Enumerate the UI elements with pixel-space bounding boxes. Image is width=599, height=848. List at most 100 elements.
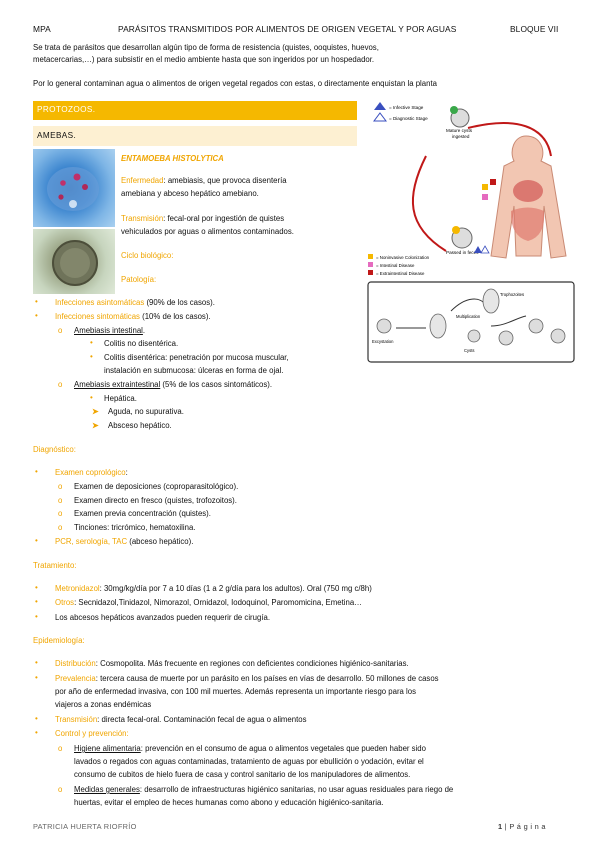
- excystation-label: Excystation: [372, 339, 394, 344]
- stage-c-badge: [490, 179, 496, 185]
- cyst-icon: [467, 329, 481, 343]
- bullet: •: [90, 393, 93, 402]
- sub-bullet: o: [58, 326, 63, 335]
- key-a-label: = Noninvasive Colonization: [376, 255, 430, 260]
- tratamiento-heading: Tratamiento:: [33, 561, 77, 570]
- aguda: Aguda, no supurativa.: [108, 407, 184, 416]
- cyst-icon: [550, 328, 566, 344]
- legend-diagnostic: = Diagnostic Stage: [389, 116, 428, 121]
- cycle-arrow: [411, 155, 447, 252]
- colitis-no: Colitis no disentérica.: [104, 339, 179, 348]
- bullet: •: [35, 297, 38, 306]
- higiene-label: Higiene alimentaria: [74, 744, 141, 753]
- cycle-arrow: [467, 122, 552, 157]
- higiene-line-3: consumo de cubitos de hielo fuera de cas…: [74, 770, 411, 779]
- preval-line-3: viajeros a zonas endémicas: [55, 700, 152, 709]
- sub-bullet: o: [58, 496, 63, 505]
- colitis-dis-1: Colitis disentérica: penetración por muc…: [104, 353, 289, 362]
- key-a-swatch: [368, 254, 373, 259]
- cyst-icon: [498, 330, 514, 346]
- transm-rest: : directa fecal-oral. Contaminación feca…: [97, 715, 307, 724]
- key-b-swatch: [368, 262, 373, 267]
- diag-item: Examen directo en fresco (quistes, trofo…: [74, 496, 237, 505]
- diag-item: Examen de deposiciones (coproparasitológ…: [74, 482, 239, 491]
- micrograph-cyst: [33, 229, 115, 294]
- enfermedad-text: : amebiasis, que provoca disentería: [163, 176, 287, 185]
- distrib-label: Distribución: [55, 659, 96, 668]
- copro-label: Examen coprológico: [55, 468, 126, 477]
- patologia-asint: Infecciones asintomáticas (90% de los ca…: [55, 297, 215, 308]
- intro-line-3: Por lo general contaminan agua o aliment…: [33, 79, 437, 88]
- header-title: PARÁSITOS TRANSMITIDOS POR ALIMENTOS DE …: [118, 24, 457, 34]
- extra-label: Amebiasis extraintestinal: [74, 380, 161, 389]
- intro-line-1: Se trata de parásitos que desarrollan al…: [33, 43, 379, 52]
- infective-stage-icon: [474, 246, 482, 253]
- key-c-swatch: [368, 270, 373, 275]
- patologia-heading: Patología:: [121, 275, 157, 284]
- otros-line: Otros: Secnidazol,Tinidazol, Nimorazol, …: [55, 597, 362, 608]
- cyst-icon: [528, 318, 544, 334]
- higiene-line-2: lavados o regados con aguas contaminadas…: [74, 757, 424, 766]
- intestinal-cycle-inset: [367, 281, 575, 363]
- step-2-badge: [452, 226, 460, 234]
- control-colon: :: [126, 729, 129, 738]
- metro-rest: : 30mg/kg/día por 7 a 10 días (1 a 2 g/d…: [99, 584, 372, 593]
- transmision-label: Transmisión: [121, 214, 164, 223]
- bullet: •: [35, 612, 38, 621]
- section-protozoos-label: PROTOZOOS.: [37, 105, 96, 114]
- sub-bullet: o: [58, 509, 63, 518]
- enfermedad-line-2: amebiana y abceso hepático amebiano.: [121, 189, 259, 198]
- legend-infective: = Infective Stage: [389, 105, 424, 110]
- liver-illustration: [513, 180, 543, 202]
- higiene-line-1: Higiene alimentaria: prevención en el co…: [74, 743, 426, 754]
- infective-stage-icon: [374, 102, 386, 110]
- bullet: •: [35, 673, 38, 682]
- sint-label: Infecciones sintomáticas: [55, 312, 140, 321]
- key-b-label: = Intestinal Disease: [376, 263, 415, 268]
- ingested-label: ingested: [452, 134, 470, 139]
- footer-page: 1 | P á g i n a: [498, 822, 546, 831]
- micrograph-trophozoite: [33, 149, 115, 227]
- preval-label: Prevalencia: [55, 674, 96, 683]
- copro-colon: :: [125, 468, 128, 477]
- preval-rest: : tercera causa de muerte por un parásit…: [95, 674, 439, 683]
- bullet: •: [35, 597, 38, 606]
- diagnostico-heading: Diagnóstico:: [33, 445, 76, 454]
- intestinal-dot: .: [142, 326, 146, 335]
- asint-rest: (90% de los casos).: [144, 298, 215, 307]
- diagnostic-stage-icon: [480, 245, 490, 254]
- transmision-line-1: Transmisión: fecal-oral por ingestión de…: [121, 213, 284, 224]
- bullet: •: [90, 352, 93, 361]
- sub-bullet: o: [58, 380, 63, 389]
- sub-bullet: o: [58, 785, 63, 794]
- higiene-rest: : prevención en el consumo de agua o ali…: [140, 744, 426, 753]
- diagnostic-stage-icon: [373, 112, 387, 122]
- absceso: Absceso hepático.: [108, 421, 172, 430]
- abcesos-line: Los abcesos hepáticos avanzados pueden r…: [55, 613, 270, 622]
- preval-line-2: por año de enfermedad invasiva, con 100 …: [55, 687, 417, 696]
- step-1-badge: [450, 106, 458, 114]
- bullet: •: [35, 728, 38, 737]
- pcr-rest: (abceso hepático).: [127, 537, 194, 546]
- page-word: | P á g i n a: [504, 822, 546, 831]
- section-amebas: AMEBAS.: [33, 126, 357, 146]
- control-label: Control y prevención: [55, 729, 127, 738]
- sub-bullet: o: [58, 523, 63, 532]
- control-line: Control y prevención:: [55, 728, 129, 739]
- otros-label: Otros: [55, 598, 75, 607]
- ciclo-heading: Ciclo biológico:: [121, 251, 174, 260]
- section-protozoos: PROTOZOOS.: [33, 101, 357, 120]
- bullet: •: [35, 467, 38, 476]
- copro-line: Examen coprológico:: [55, 467, 128, 478]
- metro-label: Metronidazol: [55, 584, 100, 593]
- bullet: •: [35, 658, 38, 667]
- colitis-dis-2: instalación en submucosa: úlceras en for…: [104, 366, 284, 375]
- medidas-rest: : desarrollo de infraestructuras higiéni…: [139, 785, 454, 794]
- amebiasis-extra: Amebiasis extraintestinal (5% de los cas…: [74, 379, 272, 390]
- otros-rest: : Secnidazol,Tinidazol, Nimorazol, Ornid…: [74, 598, 362, 607]
- key-c-label: = Extraintestinal Disease: [376, 271, 425, 276]
- diag-item: Examen previa concentración (quistes).: [74, 509, 211, 518]
- transmision-line-2: vehiculados por aguas o alimentos contam…: [121, 227, 294, 236]
- bullet: •: [90, 338, 93, 347]
- asint-label: Infecciones asintomáticas: [55, 298, 145, 307]
